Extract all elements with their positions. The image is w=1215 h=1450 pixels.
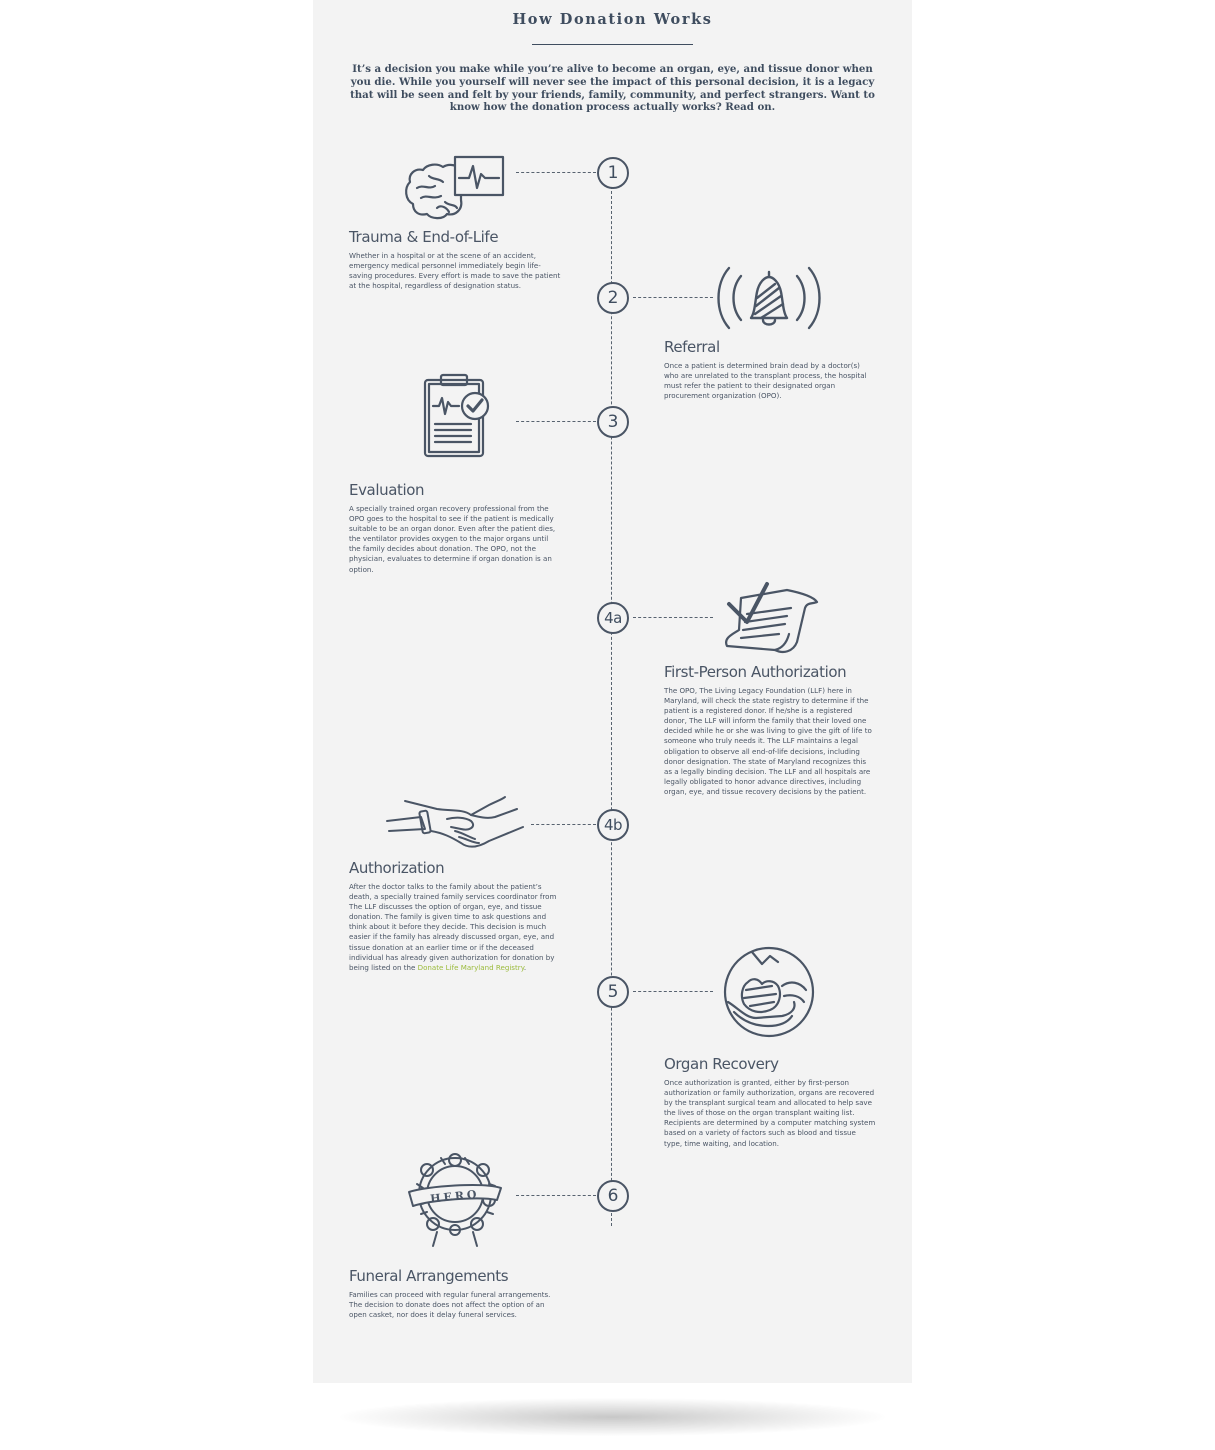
step-text-4b-end: .	[523, 962, 527, 972]
step-connector-4b	[531, 824, 596, 825]
brain-monitor-icon	[403, 152, 507, 222]
title-divider	[532, 44, 693, 45]
step-text-1: Whether in a hospital or at the scene of…	[349, 251, 561, 291]
step-text-3: A specially trained organ recovery profe…	[349, 504, 556, 574]
hero-wreath-icon: HERO	[407, 1148, 503, 1248]
step-number-4b: 4b	[597, 809, 629, 841]
step-text-4a: The OPO, The Living Legacy Foundation (L…	[664, 686, 872, 796]
step-number-6: 6	[597, 1180, 629, 1212]
step-connector-4a	[633, 617, 713, 618]
clipboard-check-icon	[419, 372, 495, 460]
step-title-6: Funeral Arrangements	[349, 1267, 509, 1285]
intro-text: It’s a decision you make while you’re al…	[350, 63, 875, 114]
step-number-2: 2	[597, 282, 629, 314]
step-text-6: Families can proceed with regular funera…	[349, 1290, 551, 1320]
ringing-bell-icon	[715, 264, 823, 332]
donate-life-registry-link[interactable]: Donate Life Maryland Registry	[417, 962, 524, 972]
step-text-2: Once a patient is determined brain dead …	[664, 361, 867, 401]
step-connector-5	[633, 991, 713, 992]
signed-document-icon	[717, 580, 821, 658]
step-connector-1	[516, 172, 596, 173]
step-title-3: Evaluation	[349, 481, 425, 499]
timeline-line	[611, 186, 612, 1226]
step-title-5: Organ Recovery	[664, 1055, 779, 1073]
step-title-1: Trauma & End-of-Life	[349, 228, 499, 246]
step-text-4b-body: After the doctor talks to the family abo…	[349, 882, 557, 972]
handshake-icon	[385, 795, 525, 855]
step-number-1: 1	[597, 157, 629, 189]
step-number-3: 3	[597, 406, 629, 438]
step-text-5: Once authorization is granted, either by…	[664, 1078, 876, 1148]
step-title-4a: First-Person Authorization	[664, 663, 847, 681]
step-connector-6	[516, 1195, 596, 1196]
step-text-4b: After the doctor talks to the family abo…	[349, 882, 561, 973]
step-number-4a: 4a	[597, 602, 629, 634]
step-title-4b: Authorization	[349, 859, 445, 877]
step-connector-3	[516, 421, 596, 422]
card-shadow	[340, 1398, 885, 1436]
hero-banner-text: HERO	[430, 1187, 481, 1205]
page-title: How Donation Works	[512, 11, 713, 28]
step-connector-2	[633, 297, 713, 298]
step-title-2: Referral	[664, 338, 720, 356]
step-number-5: 5	[597, 976, 629, 1008]
hands-heart-icon	[722, 946, 816, 1038]
infographic-card: How Donation Works It’s a decision you m…	[313, 0, 912, 1383]
